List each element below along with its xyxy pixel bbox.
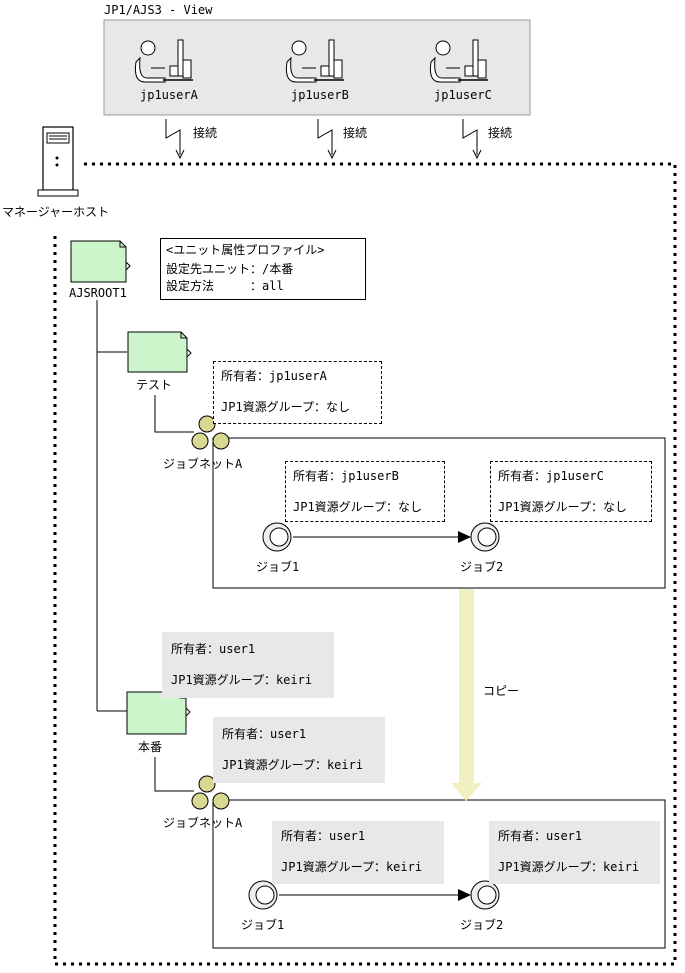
server-icon bbox=[37, 126, 79, 197]
profile-method: 設定方法 ：all bbox=[166, 279, 284, 293]
honban-unit-label: 本番 bbox=[138, 740, 163, 754]
user-label-a: jp1userA bbox=[140, 88, 198, 102]
honban-job2-attr-box: 所有者：user1 JP1資源グループ：keiri bbox=[489, 821, 660, 884]
connection-arrow-a bbox=[165, 119, 185, 160]
connection-label-c: 接続 bbox=[488, 126, 513, 140]
copy-label: コピー bbox=[483, 684, 520, 698]
test-job2-owner: 所有者：jp1userC bbox=[498, 469, 604, 483]
test-unit-icon bbox=[127, 331, 192, 373]
user-icon-c bbox=[429, 39, 488, 83]
test-job2-resgroup: JP1資源グループ：なし bbox=[498, 500, 627, 514]
test-job1-label: ジョブ1 bbox=[256, 560, 300, 574]
honban-job2-resgroup: JP1資源グループ：keiri bbox=[498, 860, 640, 874]
copy-arrow bbox=[451, 589, 482, 801]
profile-title: <ユニット属性プロファイル> bbox=[166, 243, 325, 257]
connection-arrow-b bbox=[317, 119, 337, 160]
user-icon-b bbox=[285, 39, 344, 83]
user-label-b: jp1userB bbox=[291, 88, 349, 102]
honban-job-arrow bbox=[279, 889, 471, 901]
test-job-arrow bbox=[293, 531, 471, 543]
connection-label-b: 接続 bbox=[343, 126, 368, 140]
tree-lines bbox=[96, 300, 194, 792]
test-jobnet-attr-box: 所有者：jp1userA JP1資源グループ：なし bbox=[213, 361, 382, 424]
honban-job1-resgroup: JP1資源グループ：keiri bbox=[281, 860, 423, 874]
honban-job2-icon bbox=[470, 880, 500, 910]
user-icon-a bbox=[134, 39, 193, 83]
view-panel-title: JP1/AJS3 - View bbox=[104, 3, 213, 17]
honban-job2-owner: 所有者：user1 bbox=[498, 829, 583, 843]
honban-job1-owner: 所有者：user1 bbox=[281, 829, 366, 843]
honban-resgroup: JP1資源グループ：keiri bbox=[171, 673, 313, 687]
honban-jobnet-label: ジョブネットA bbox=[163, 816, 243, 830]
honban-jobnet-attr-box: 所有者：user1 JP1資源グループ：keiri bbox=[213, 717, 385, 783]
test-job1-resgroup: JP1資源グループ：なし bbox=[293, 500, 422, 514]
honban-jobnet-icon bbox=[191, 775, 230, 810]
honban-unit-icon bbox=[126, 691, 191, 735]
test-jobnet-resgroup: JP1資源グループ：なし bbox=[221, 400, 350, 414]
connection-arrow-c bbox=[462, 119, 482, 160]
honban-attr-box: 所有者：user1 JP1資源グループ：keiri bbox=[162, 632, 334, 698]
honban-jobnet-resgroup: JP1資源グループ：keiri bbox=[222, 758, 364, 772]
profile-target-unit: 設定先ユニット：/本番 bbox=[166, 262, 294, 276]
manager-host-border bbox=[53, 162, 677, 966]
unit-attribute-profile-box: <ユニット属性プロファイル> 設定先ユニット：/本番 設定方法 ：all bbox=[160, 238, 366, 300]
test-jobnet-label: ジョブネットA bbox=[163, 457, 243, 471]
connection-label-a: 接続 bbox=[193, 126, 218, 140]
test-job1-owner: 所有者：jp1userB bbox=[293, 469, 399, 483]
honban-job1-icon bbox=[248, 880, 278, 910]
honban-job2-label: ジョブ2 bbox=[460, 918, 504, 932]
ajsroot1-label: AJSROOT1 bbox=[69, 286, 127, 300]
test-jobnet-icon bbox=[191, 415, 230, 450]
test-job2-label: ジョブ2 bbox=[460, 560, 504, 574]
honban-job1-attr-box: 所有者：user1 JP1資源グループ：keiri bbox=[272, 821, 444, 884]
test-unit-label: テスト bbox=[136, 378, 173, 392]
test-job1-attr-box: 所有者：jp1userB JP1資源グループ：なし bbox=[285, 461, 445, 522]
ajsroot1-unit-icon bbox=[70, 240, 131, 283]
honban-jobnet-owner: 所有者：user1 bbox=[222, 727, 307, 741]
test-job2-icon bbox=[470, 522, 500, 552]
manager-host-label: マネージャーホスト bbox=[2, 205, 110, 219]
test-jobnet-owner: 所有者：jp1userA bbox=[221, 369, 327, 383]
honban-job1-label: ジョブ1 bbox=[241, 918, 285, 932]
user-label-c: jp1userC bbox=[434, 88, 492, 102]
honban-owner: 所有者：user1 bbox=[171, 642, 256, 656]
test-job1-icon bbox=[262, 522, 292, 552]
test-job2-attr-box: 所有者：jp1userC JP1資源グループ：なし bbox=[490, 461, 652, 522]
